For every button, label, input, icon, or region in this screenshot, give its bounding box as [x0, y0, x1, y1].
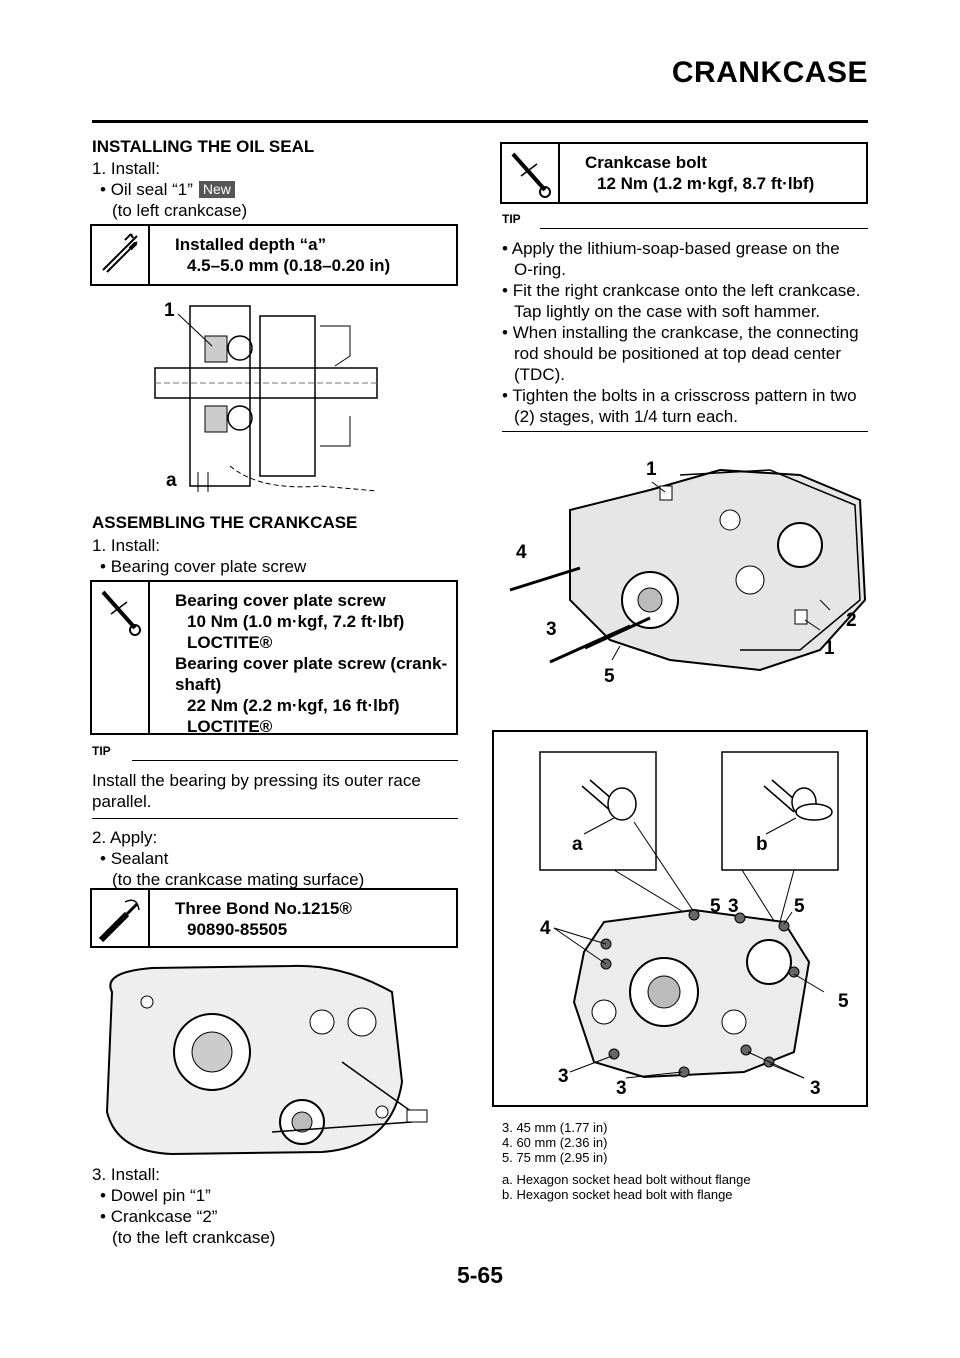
- tip-1-line-2: O-ring.: [514, 260, 566, 279]
- fig1-label-5: 5: [604, 666, 615, 687]
- legend-5: 5. 75 mm (2.95 in): [502, 1150, 608, 1165]
- tip-text-a: Install the bearing by pressing its oute…: [92, 771, 421, 790]
- spec-installed-depth-value: 4.5–5.0 mm (0.18–0.20 in): [187, 256, 391, 275]
- spec-crankcase-bolt-value: 12 Nm (1.2 m·kgf, 8.7 ft·lbf): [597, 174, 815, 193]
- oil-seal-note: (to left crankcase): [112, 201, 248, 220]
- fig2-label-3-c: 3: [616, 1078, 627, 1099]
- tip-item-4: Tighten the bolts in a crisscross patter…: [502, 385, 856, 427]
- spec-crankshaft-title-b: shaft): [175, 675, 222, 694]
- spec-crankshaft-title-a: Bearing cover plate screw (crank-: [175, 654, 448, 673]
- tip-rule-right-top: [540, 228, 868, 229]
- crankcase-halves-figure: 1 4 3 5 2 1: [509, 459, 867, 687]
- fig2-label-a: a: [572, 834, 583, 855]
- fig2-label-3-b: 3: [558, 1066, 569, 1087]
- step-install-3: 3. Install:: [92, 1165, 161, 1184]
- sealant-tube-icon: [92, 890, 150, 946]
- oil-seal-text: Oil seal “1”: [100, 180, 193, 199]
- fig1-label-4: 4: [516, 542, 527, 563]
- step-install-2: 1. Install:: [92, 536, 161, 555]
- torque-wrench-icon: [92, 582, 150, 733]
- tip-2-line-1: Fit the right crankcase onto the left cr…: [502, 280, 861, 301]
- spec-installed-depth-title: Installed depth “a”: [175, 235, 327, 254]
- tip-label-left: TIP: [92, 744, 111, 758]
- legend-3: 3. 45 mm (1.77 in): [502, 1120, 608, 1135]
- tip-3-line-3: (TDC).: [514, 365, 565, 384]
- page-header-title: CRANKCASE: [671, 56, 868, 89]
- fig1-label-3: 3: [546, 619, 557, 640]
- bolt-locations-figure: a b 5 3 5 4 5 3 3 3: [539, 751, 849, 1099]
- sealant-note: (to the crankcase mating surface): [112, 870, 365, 889]
- step-install: 1. Install:: [92, 159, 161, 178]
- tip-4-line-1: Tighten the bolts in a crisscross patter…: [502, 385, 856, 406]
- header-rule: [92, 120, 868, 123]
- spec-crankcase-bolt-title: Crankcase bolt: [585, 153, 707, 172]
- spec-box-installed-depth: Installed depth “a” 4.5–5.0 mm (0.18–0.2…: [90, 224, 458, 286]
- legend-4: 4. 60 mm (2.36 in): [502, 1135, 608, 1150]
- spec-box-sealant: Three Bond No.1215® 90890-85505: [90, 888, 458, 948]
- spec-bearing-cover-title: Bearing cover plate screw: [175, 591, 386, 610]
- spec-box-crankcase-bolt: Crankcase bolt 12 Nm (1.2 m·kgf, 8.7 ft·…: [500, 142, 868, 204]
- spec-box-bearing-cover: Bearing cover plate screw 10 Nm (1.0 m·k…: [90, 580, 458, 736]
- step-apply: 2. Apply:: [92, 828, 158, 847]
- tip-item-2: Fit the right crankcase onto the left cr…: [502, 280, 861, 322]
- tip-rule-bottom: [92, 818, 458, 819]
- tip-3-line-2: rod should be positioned at top dead cen…: [514, 344, 842, 363]
- fig2-label-4: 4: [540, 918, 551, 939]
- bolt-locations-figure-frame: a b 5 3 5 4 5 3 3 3: [492, 730, 868, 1107]
- legend-a: a. Hexagon socket head bolt without flan…: [502, 1172, 751, 1187]
- spec-bearing-cover-loctite: LOCTITE®: [187, 633, 273, 652]
- fig2-label-5-c: 5: [838, 991, 849, 1012]
- crankcase-mating-surface-figure: [105, 964, 428, 1156]
- fig2-label-b: b: [756, 834, 768, 855]
- tip-label-right: TIP: [502, 212, 521, 226]
- tip-1-line-1: Apply the lithium-soap-based grease on t…: [502, 238, 840, 259]
- tip-rule-right-bottom: [502, 431, 868, 432]
- oil-seal-figure: 1 a: [154, 300, 378, 492]
- crankcase-note: (to the left crankcase): [112, 1228, 276, 1247]
- legend-bolt-types: a. Hexagon socket head bolt without flan…: [502, 1172, 751, 1202]
- spec-sealant-value: 90890-85505: [187, 920, 288, 939]
- tip-3-line-1: When installing the crankcase, the conne…: [502, 322, 859, 343]
- page-number: 5-65: [456, 1262, 504, 1288]
- fig2-label-3-d: 3: [810, 1078, 821, 1099]
- tip-text-b: parallel.: [92, 792, 152, 811]
- tip-2-line-2: Tap lightly on the case with soft hammer…: [514, 302, 821, 321]
- fig1-label-2: 2: [846, 610, 857, 631]
- fig2-label-5-a: 5: [710, 896, 721, 917]
- fig1-label-1-bottom: 1: [824, 638, 835, 659]
- section-title-oil-seal: INSTALLING THE OIL SEAL: [92, 137, 315, 156]
- tip-item-3: When installing the crankcase, the conne…: [502, 322, 859, 385]
- section-title-assembling: ASSEMBLING THE CRANKCASE: [92, 513, 358, 532]
- oil-seal-item: Oil seal “1” New: [100, 179, 235, 200]
- legend-bolt-lengths: 3. 45 mm (1.77 in) 4. 60 mm (2.36 in) 5.…: [502, 1120, 608, 1165]
- spec-bearing-cover-value: 10 Nm (1.0 m·kgf, 7.2 ft·lbf): [187, 612, 405, 631]
- tip-item-1: Apply the lithium-soap-based grease on t…: [502, 238, 840, 280]
- figure-label-1: 1: [164, 300, 175, 321]
- legend-b: b. Hexagon socket head bolt with flange: [502, 1187, 733, 1202]
- sealant-item: Sealant: [100, 848, 169, 869]
- fig2-label-3-a: 3: [728, 896, 739, 917]
- tip-rule-top: [132, 760, 458, 761]
- bearing-cover-item: Bearing cover plate screw: [100, 556, 307, 577]
- fig1-label-1-top: 1: [646, 459, 657, 480]
- spec-sealant-title: Three Bond No.1215®: [175, 899, 352, 918]
- spec-crankshaft-loctite: LOCTITE®: [187, 717, 273, 736]
- torque-wrench-icon-2: [502, 144, 560, 202]
- new-badge: New: [198, 181, 235, 198]
- figure-label-a: a: [166, 470, 177, 491]
- spec-crankshaft-value: 22 Nm (2.2 m·kgf, 16 ft·lbf): [187, 696, 400, 715]
- caliper-icon: [92, 226, 150, 284]
- tip-4-line-2: (2) stages, with 1/4 turn each.: [514, 407, 738, 426]
- dowel-pin-item: Dowel pin “1”: [100, 1185, 211, 1206]
- fig2-label-5-b: 5: [794, 896, 805, 917]
- crankcase-item: Crankcase “2”: [100, 1206, 218, 1227]
